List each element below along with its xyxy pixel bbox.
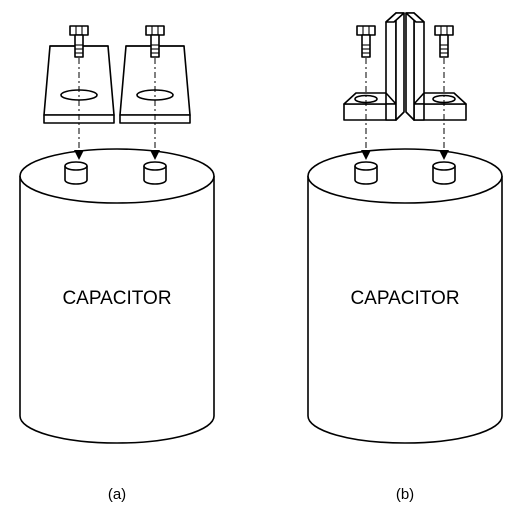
mounting-bolt	[434, 25, 454, 58]
panel-caption: (b)	[396, 486, 414, 503]
capacitor-terminal	[64, 161, 88, 185]
capacitor-terminal	[354, 161, 378, 185]
assembly-arrow	[439, 58, 449, 160]
panel-caption: (a)	[108, 486, 126, 503]
capacitor-body	[307, 148, 503, 444]
assembly-arrow	[74, 58, 84, 160]
assembly-arrow	[150, 58, 160, 160]
panel-a: CAPACITOR (a)	[19, 25, 215, 503]
capacitor-label: CAPACITOR	[350, 288, 459, 309]
capacitor-label: CAPACITOR	[62, 288, 171, 309]
panel-b: CAPACITOR (b)	[307, 12, 503, 503]
mounting-bolt	[356, 25, 376, 58]
assembly-arrow	[361, 58, 371, 160]
capacitor-terminal	[143, 161, 167, 185]
capacitor-terminal	[432, 161, 456, 185]
